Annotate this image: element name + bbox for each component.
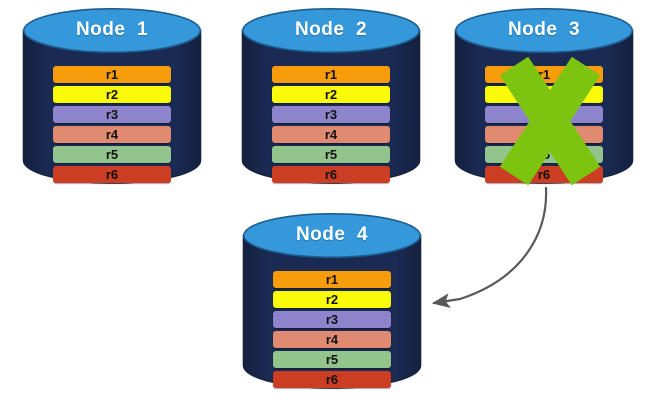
record-bar[interactable]: r6 [53,166,171,183]
record-list: r1 r2 r3 r4 r5 r6 [23,66,201,183]
record-bar[interactable]: r1 [273,271,391,288]
record-bar[interactable]: r2 [53,86,171,103]
cylinder-top-ellipse [23,7,201,54]
record-list: r1 r2 r3 r4 r5 r6 [455,66,633,183]
record-bar[interactable]: r5 [273,351,391,368]
cylinder-top-ellipse [242,7,420,54]
record-bar[interactable]: r1 [485,66,603,83]
record-bar[interactable]: r2 [272,86,390,103]
record-bar[interactable]: r6 [273,371,391,388]
cylinder-top-ellipse [243,212,421,259]
record-bar[interactable]: r5 [272,146,390,163]
record-bar[interactable]: r2 [485,86,603,103]
curved-arrow-icon [431,186,548,308]
record-bar[interactable]: r3 [53,106,171,123]
record-bar[interactable]: r4 [53,126,171,143]
record-bar[interactable]: r1 [272,66,390,83]
record-bar[interactable]: r4 [273,331,391,348]
record-bar[interactable]: r3 [485,106,603,123]
record-bar[interactable]: r4 [485,126,603,143]
record-list: r1 r2 r3 r4 r5 r6 [242,66,420,183]
record-bar[interactable]: r6 [272,166,390,183]
record-bar[interactable]: r3 [272,106,390,123]
record-bar[interactable]: r5 [53,146,171,163]
record-bar[interactable]: r5 [485,146,603,163]
record-bar[interactable]: r2 [273,291,391,308]
cylinder-top-ellipse [455,7,633,54]
record-list: r1 r2 r3 r4 r5 r6 [243,271,421,388]
record-bar[interactable]: r6 [485,166,603,183]
record-bar[interactable]: r3 [273,311,391,328]
record-bar[interactable]: r4 [272,126,390,143]
record-bar[interactable]: r1 [53,66,171,83]
